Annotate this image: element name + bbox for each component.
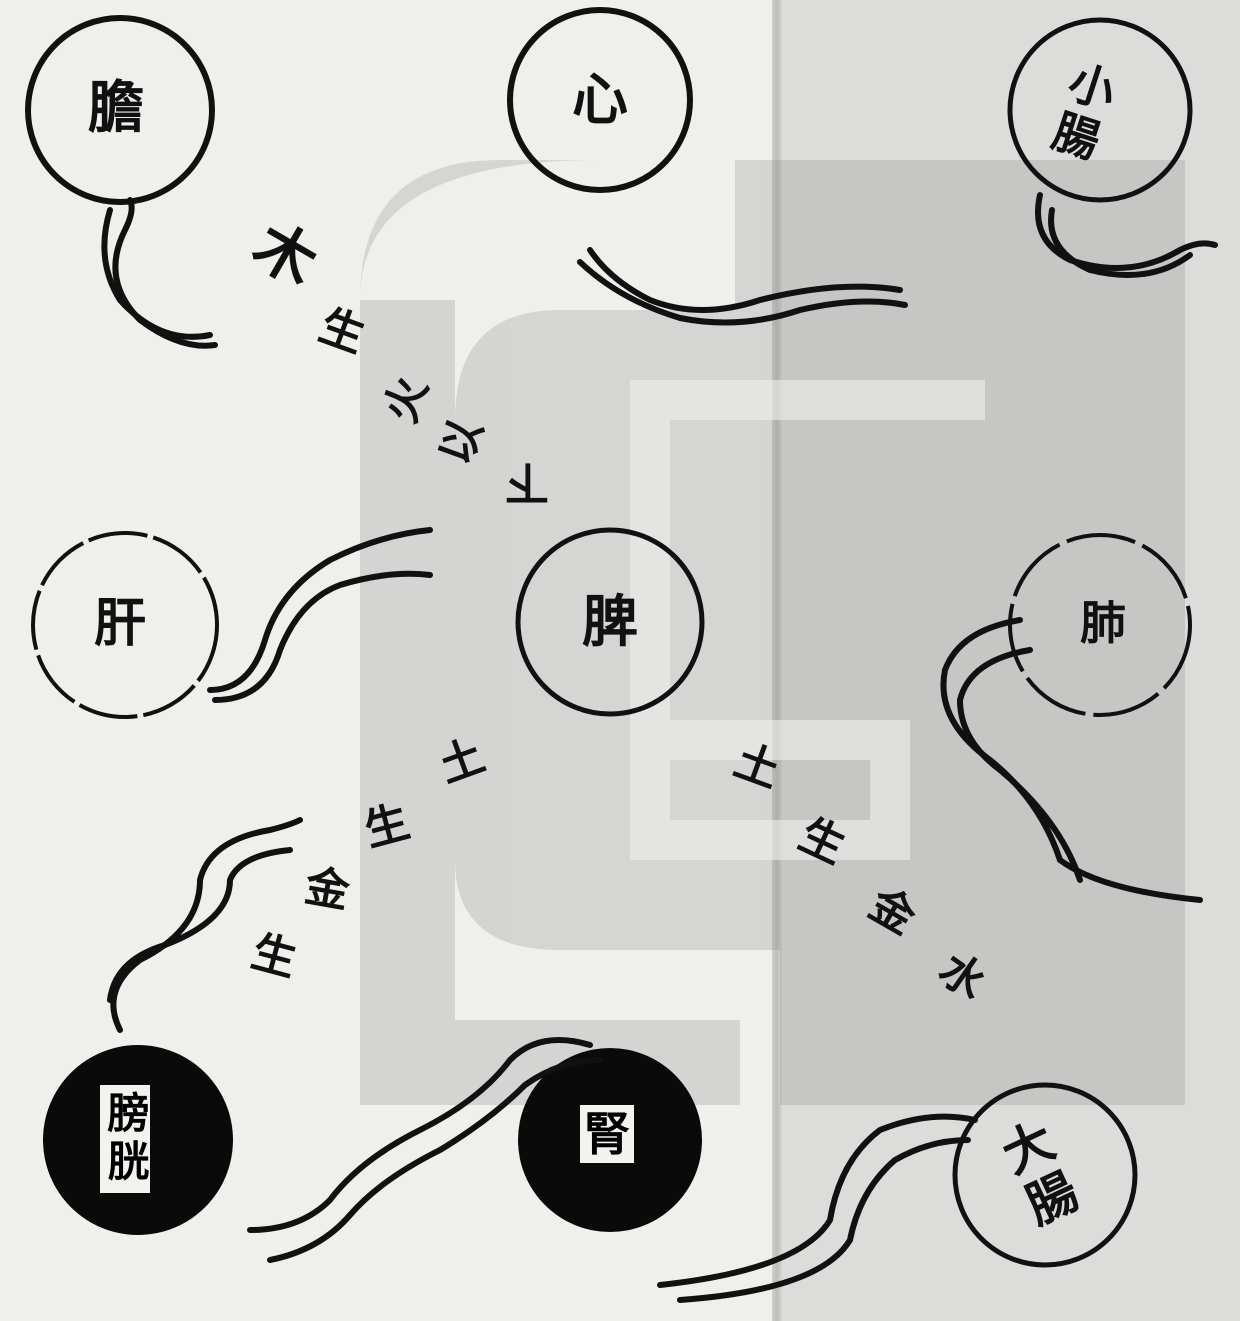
label-dan: 膽 — [88, 80, 144, 136]
watermark-logo — [360, 160, 1185, 1105]
flow-dan-inner — [104, 210, 210, 337]
label-pangguang: 膀胱 — [100, 1085, 150, 1193]
label-xin: 心 — [572, 72, 628, 128]
label-fei: 肺 — [1080, 600, 1126, 646]
route-upper-char-5: 下 — [505, 460, 549, 504]
flow-dan — [115, 200, 215, 346]
label-shen: 腎 — [580, 1105, 634, 1163]
label-gan: 肝 — [94, 598, 146, 650]
flow-dachang — [660, 1117, 975, 1285]
label-pi: 脾 — [582, 594, 638, 650]
